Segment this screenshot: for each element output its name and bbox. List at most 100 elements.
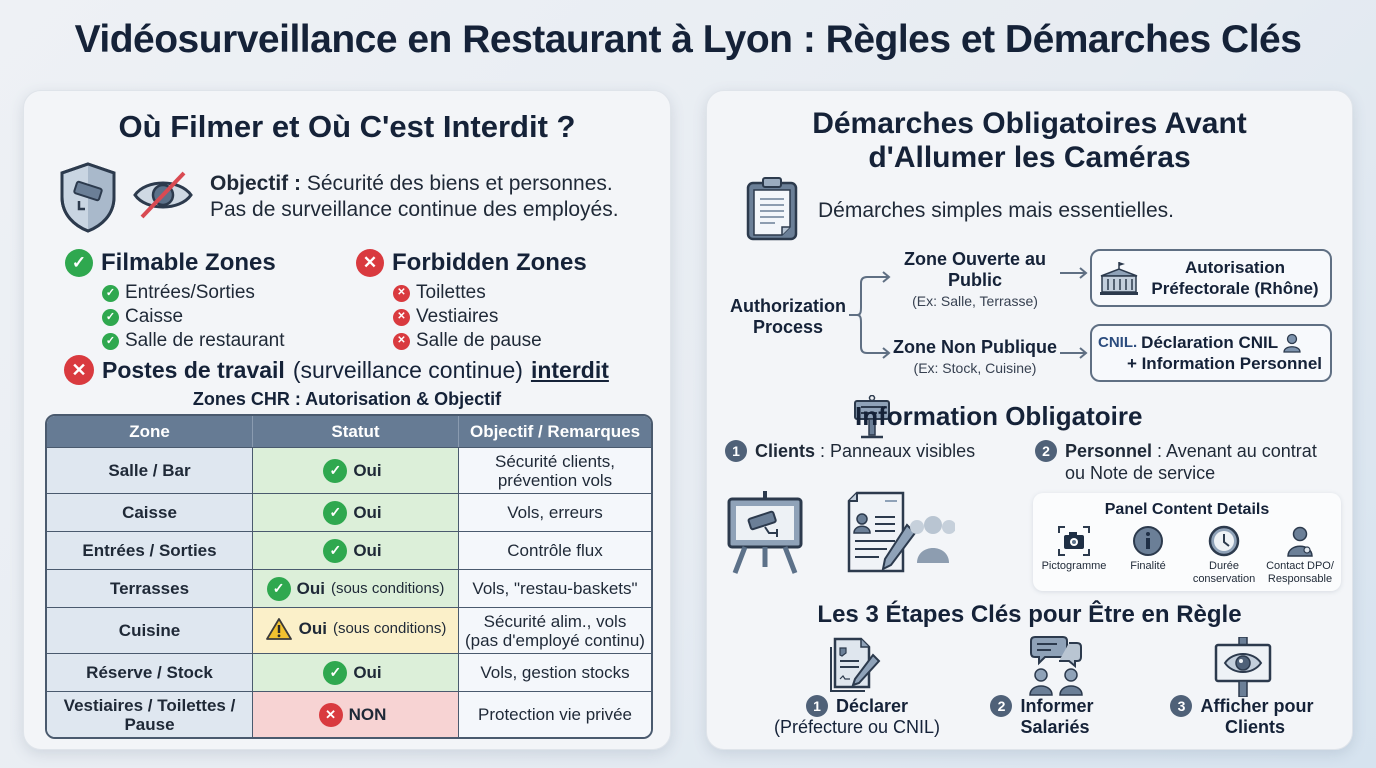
table-caption: Zones CHR : Autorisation & Objectif bbox=[192, 389, 502, 409]
x-circle-icon: ✕ bbox=[356, 249, 384, 277]
postes-normal: (surveillance continue) bbox=[292, 356, 523, 383]
check-circle-icon: ✓ bbox=[323, 660, 348, 685]
remark-cell: Vols, gestion stocks bbox=[459, 653, 651, 691]
pcd-label: Pictogramme bbox=[1041, 560, 1107, 572]
x-circle-icon: ✕ bbox=[393, 284, 410, 302]
conversation-people-icon bbox=[1029, 636, 1083, 696]
status-cell: ✓Oui(sous conditions) bbox=[253, 569, 459, 607]
arrow-right-icon bbox=[1060, 267, 1088, 279]
info-personnel-bold: Personnel bbox=[1065, 441, 1153, 461]
list-item: ✓ Caisse bbox=[102, 305, 285, 329]
info-item-clients: 1 Clients : Panneaux visibles bbox=[725, 440, 975, 462]
check-circle-icon: ✓ bbox=[266, 576, 291, 601]
check-circle-icon: ✓ bbox=[102, 308, 119, 326]
number-badge: 1 bbox=[725, 440, 747, 462]
cnil-logo: CNIL. bbox=[1098, 332, 1137, 353]
pcd-item-duree: Durée conservation bbox=[1185, 525, 1263, 586]
step-label: Informer bbox=[1020, 695, 1094, 716]
table-header-row: Zone Statut Objectif / Remarques bbox=[47, 416, 651, 447]
clipboard-icon bbox=[746, 177, 798, 241]
check-circle-icon: ✓ bbox=[323, 538, 348, 563]
title-line-1: Démarches Obligatoires Avant bbox=[812, 107, 1247, 140]
table-row: Terrasses✓Oui(sous conditions)Vols, "res… bbox=[47, 569, 651, 607]
clock-icon bbox=[1208, 525, 1240, 557]
info-personnel-text: : Avenant au contrat ou Note de service bbox=[1065, 441, 1317, 483]
flow-public-zone: Zone Ouverte au Public (Ex: Salle, Terra… bbox=[895, 249, 1055, 312]
remark-cell: Vols, erreurs bbox=[459, 493, 651, 531]
list-item: ✕Vestiaires bbox=[393, 305, 542, 329]
number-badge: 2 bbox=[1035, 440, 1057, 462]
page-title: Vidéosurveillance en Restaurant à Lyon :… bbox=[74, 18, 1302, 61]
objective-line-1: Sécurité des biens et personnes. bbox=[306, 172, 613, 195]
flow-root: Authorization Process bbox=[730, 296, 846, 337]
info-icon bbox=[1133, 526, 1163, 556]
signpost-icon bbox=[854, 395, 890, 439]
table-row: Réserve / Stock ✓ Oui Vols, gestion stocks bbox=[47, 653, 651, 691]
pcd-label: Finalité bbox=[1130, 560, 1166, 572]
list-item-text: Salle de pause bbox=[416, 330, 542, 351]
info-title: Information Obligatoire bbox=[855, 401, 1143, 431]
check-circle-icon: ✓ bbox=[323, 458, 348, 483]
pcd-item-finalite: Finalité bbox=[1109, 525, 1187, 573]
header-zone: Zone bbox=[47, 416, 253, 447]
list-item-text: Entrées/Sorties bbox=[125, 282, 255, 303]
branch-arrows-icon bbox=[849, 271, 891, 359]
list-item: ✓ Entrées/Sorties bbox=[102, 281, 285, 305]
no-eye-icon bbox=[133, 171, 193, 219]
status-text: Oui bbox=[353, 503, 382, 522]
info-item-personnel: 2 Personnel : Avenant au contrat ou Note… bbox=[1035, 440, 1335, 484]
zone-cell: Cuisine bbox=[47, 607, 253, 653]
status-cell: ✓ Oui bbox=[253, 653, 459, 691]
forbidden-zones-list: ✕ Toilettes ✕Vestiaires ✕ Salle de pause bbox=[393, 281, 542, 353]
procedures-panel: Démarches Obligatoires Avant d'Allumer l… bbox=[706, 90, 1353, 750]
status-cell: ✓Oui bbox=[253, 493, 459, 531]
step-label: Déclarer bbox=[835, 695, 909, 716]
step-sub: Salariés bbox=[1020, 717, 1090, 737]
procedures-subtitle: Démarches simples mais essentielles. bbox=[818, 199, 1174, 222]
zone-cell: Terrasses bbox=[47, 569, 253, 607]
private-zone-example: (Ex: Stock, Cuisine) bbox=[913, 360, 1037, 376]
list-item-text: Toilettes bbox=[416, 282, 486, 303]
pcd-item-contact: Contact DPO/ Responsable bbox=[1261, 525, 1339, 586]
status-text: Oui bbox=[353, 663, 382, 682]
zone-cell: Entrées / Sorties bbox=[47, 531, 253, 569]
procedures-panel-title: Démarches Obligatoires Avant d'Allumer l… bbox=[707, 107, 1352, 175]
status-condition: (sous conditions) bbox=[332, 620, 447, 637]
x-circle-icon: ✕ bbox=[393, 308, 410, 326]
person-icon bbox=[1283, 333, 1301, 353]
postes-interdit: interdit bbox=[530, 356, 609, 383]
public-zone-example: (Ex: Salle, Terrasse) bbox=[912, 293, 1038, 309]
forbidden-heading-text: Forbidden Zones bbox=[392, 249, 587, 276]
check-circle-icon: ✓ bbox=[102, 284, 119, 302]
remark-cell: Sécurité clients, prévention vols bbox=[459, 447, 651, 493]
zone-cell: Salle / Bar bbox=[47, 447, 253, 493]
steps-title: Les 3 Étapes Clés pour Être en Règle bbox=[817, 601, 1242, 628]
info-clients-text: : Panneaux visibles bbox=[815, 441, 976, 461]
zones-panel-title: Où Filmer et Où C'est Interdit ? bbox=[118, 109, 576, 144]
pcd-label: Durée conservation bbox=[1192, 560, 1256, 585]
zone-cell: Réserve / Stock bbox=[47, 653, 253, 691]
prefecture-building-icon bbox=[1100, 262, 1138, 295]
warning-triangle-icon bbox=[265, 617, 292, 640]
contract-and-staff-icon bbox=[847, 491, 955, 573]
remark-cell: Sécurité alim., vols (pas d'employé cont… bbox=[459, 607, 651, 653]
x-circle-icon: ✕ bbox=[64, 355, 94, 385]
list-item-text: Caisse bbox=[125, 306, 184, 327]
remark-cell: Vols, "restau-baskets" bbox=[459, 569, 651, 607]
status-cell: Oui (sous conditions) bbox=[253, 607, 459, 653]
status-text: Oui bbox=[298, 619, 327, 638]
contact-person-icon bbox=[1287, 526, 1313, 557]
status-text: Oui bbox=[296, 579, 325, 598]
pcd-label: Contact DPO/ Responsable bbox=[1266, 560, 1334, 585]
cnil-declaration-box: CNIL. Déclaration CNIL + Information Per… bbox=[1090, 324, 1332, 382]
remark-cell: Protection vie privée bbox=[459, 691, 651, 737]
status-text: NON bbox=[348, 705, 387, 724]
x-circle-icon: ✕ bbox=[393, 332, 410, 350]
header-statut: Statut bbox=[253, 416, 459, 447]
